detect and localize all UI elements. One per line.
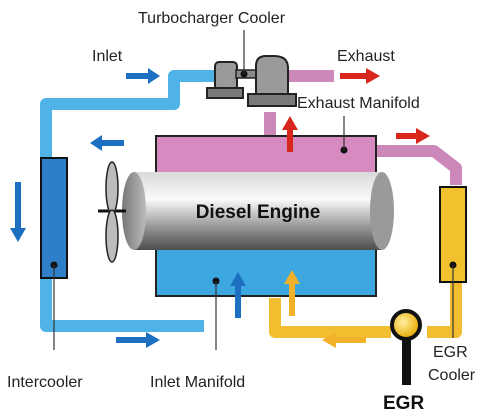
egr-pipe-to-inlet — [269, 298, 391, 338]
inlet-manifold-label: Inlet Manifold — [150, 374, 245, 391]
turbo-left-flange — [206, 87, 244, 99]
exhaust-outlet-arrow — [340, 68, 380, 84]
exhaust-pipes — [264, 70, 462, 185]
turbo-left-body — [214, 61, 238, 91]
fan-blade-upper — [105, 161, 119, 215]
exhaust-manifold — [155, 135, 377, 177]
turbocharger — [206, 55, 297, 107]
diesel-engine-label: Diesel Engine — [196, 202, 321, 223]
turbo-right-flange — [247, 93, 297, 107]
egr-left-arrow — [322, 332, 366, 348]
inlet-arrow — [126, 68, 160, 84]
turbocharger-cooler-label: Turbocharger Cooler — [138, 10, 286, 27]
egr-cooler-label-line2: Cooler — [428, 367, 476, 384]
engine-cylinder-left-cap — [122, 172, 146, 250]
turbo-right-housing — [255, 55, 289, 97]
egr-valve-stem — [402, 325, 411, 385]
exhaust-to-egr-arrow — [396, 128, 430, 144]
leader-lines — [53, 30, 454, 350]
egr-pipe-return — [427, 280, 462, 338]
intake-bottom-arrow — [116, 332, 160, 348]
exhaust-label: Exhaust — [337, 48, 395, 65]
egr-label: EGR — [383, 393, 424, 414]
exhaust-manifold-label: Exhaust Manifold — [297, 95, 420, 112]
egr-cooler-label-line1: EGR — [433, 344, 468, 361]
intercooler-label: Intercooler — [7, 374, 83, 391]
egr-up-arrow — [284, 270, 300, 316]
intake-top-arrow — [90, 135, 124, 151]
inlet-manifold — [155, 245, 377, 297]
intake-pipe-top-loop — [40, 70, 216, 162]
exhaust-pipe-to-egr-cooler — [376, 145, 462, 185]
engine-cylinder-body — [134, 172, 382, 250]
intake-left-arrow — [10, 182, 26, 242]
diesel-engine: Diesel Engine — [122, 172, 394, 250]
intercooler — [40, 157, 68, 279]
inlet-label: Inlet — [92, 48, 123, 65]
cooling-fan — [98, 161, 126, 263]
engine-cylinder-right-cap — [370, 172, 394, 250]
inlet-manifold-up-arrow — [230, 272, 246, 318]
fan-blade-lower — [105, 209, 119, 263]
exhaust-manifold-up-arrow — [282, 116, 298, 152]
egr-pipes — [269, 280, 462, 338]
flow-arrows — [10, 68, 430, 348]
intake-pipes — [40, 70, 216, 332]
egr-valve — [390, 309, 422, 385]
egr-valve-body — [390, 309, 422, 341]
intake-pipe-bottom-loop — [40, 276, 204, 332]
